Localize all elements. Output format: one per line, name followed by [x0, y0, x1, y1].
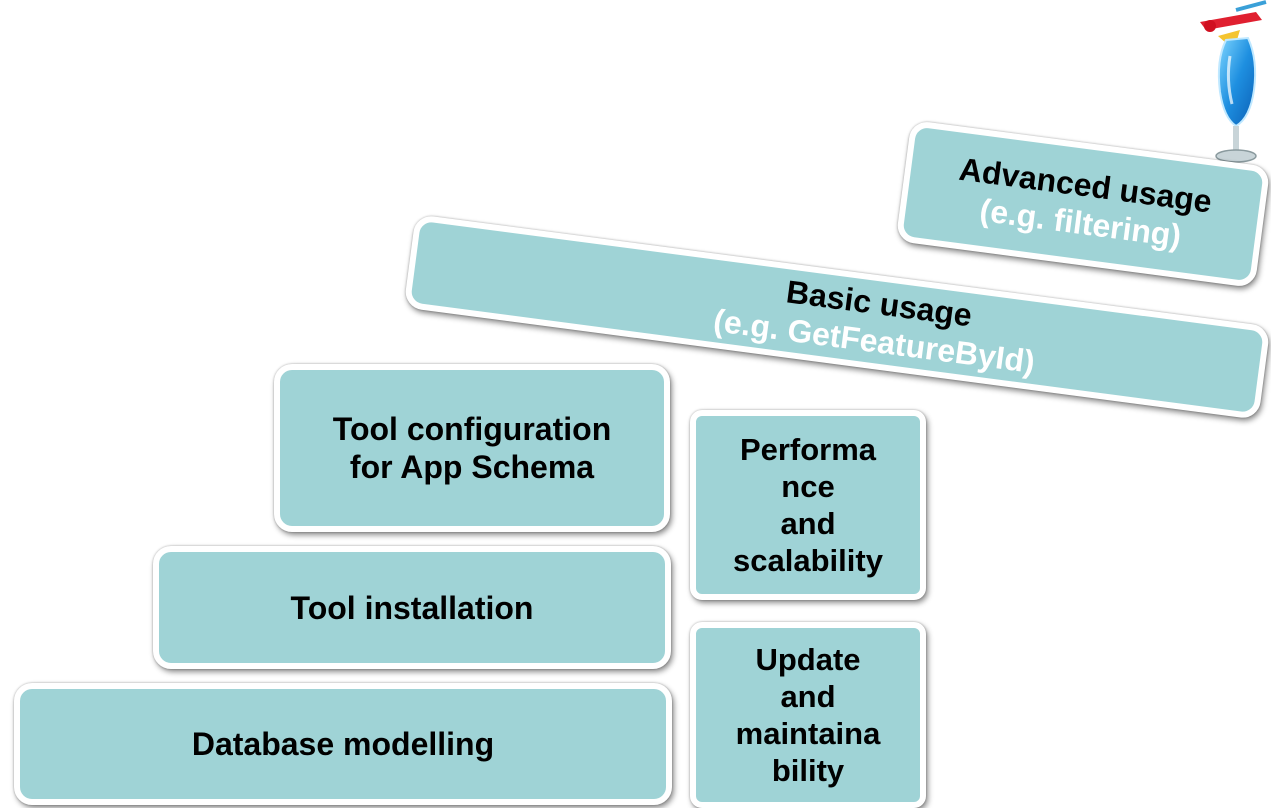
performance-line: Performa	[739, 432, 877, 467]
side-box-update: Update and maintaina bility	[690, 622, 926, 808]
update-line: Update	[755, 642, 861, 677]
performance-line: scalability	[733, 543, 883, 578]
tool-configuration-line2: for App Schema	[349, 449, 595, 485]
performance-line: nce	[781, 469, 835, 504]
step-database-modelling: Database modelling	[14, 683, 672, 805]
update-line: and	[780, 679, 836, 714]
tool-installation-label: Tool installation	[290, 589, 534, 626]
database-modelling-label: Database modelling	[191, 726, 495, 762]
step-tool-configuration: Tool configuration for App Schema	[274, 364, 670, 532]
step-tool-installation: Tool installation	[153, 546, 671, 669]
performance-line: and	[780, 506, 836, 541]
side-box-performance: Performa nce and scalability	[690, 410, 926, 600]
cocktail-glass-icon	[1200, 0, 1267, 163]
update-line: bility	[771, 753, 845, 788]
tool-configuration-line1: Tool configuration	[332, 411, 612, 447]
update-line: maintaina	[735, 716, 881, 751]
